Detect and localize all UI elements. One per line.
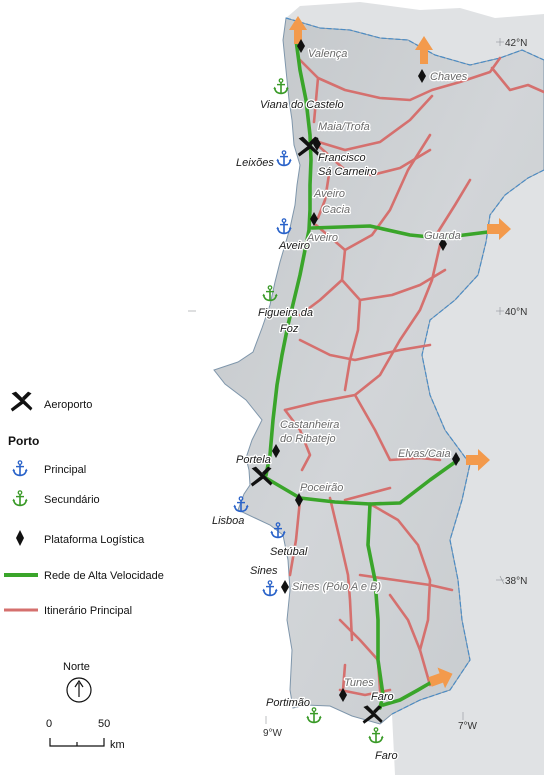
legend-main-route-label: Itinerário Principal	[44, 605, 132, 617]
platform-marker-castanheira	[272, 444, 280, 458]
lon-9-label: 9°W	[263, 728, 283, 739]
label-francisco-line2: Sá Carneiro	[318, 166, 377, 178]
lon-7-label: 7°W	[458, 721, 478, 732]
label-valenca: Valença	[308, 48, 347, 60]
legend-airport-icon	[10, 391, 33, 412]
label-aveiro-cacia-line1: Aveiro	[313, 188, 345, 200]
platform-marker-tunes	[339, 688, 347, 702]
label-figueira-line2: Foz	[280, 323, 299, 335]
port-faro-anchor-icon	[368, 727, 384, 744]
north-and-scale: Norte 0 50 km	[46, 661, 125, 751]
label-guarda: Guarda	[424, 230, 461, 242]
label-aveiro-cacia-line2: Cacia	[322, 204, 350, 216]
label-maia: Maia/Trofa	[318, 121, 370, 133]
graticule	[188, 38, 505, 724]
label-viana: Viana do Castelo	[260, 99, 344, 111]
legend-high-speed-label: Rede de Alta Velocidade	[44, 570, 164, 582]
label-castanheira-line2: do Ribatejo	[280, 433, 336, 445]
label-faro-airport: Faro	[371, 691, 394, 703]
legend-port-title: Porto	[8, 434, 39, 448]
label-portimao: Portimão	[266, 697, 310, 709]
scale-unit: km	[110, 739, 125, 751]
port-portimao-anchor-icon	[306, 707, 322, 724]
label-lisboa: Lisboa	[212, 515, 244, 527]
place-labels: Valença Chaves Viana do Castelo Maia/Tro…	[211, 47, 469, 764]
label-sines-port: Sines	[250, 565, 278, 577]
legend-airport-label: Aeroporto	[44, 399, 92, 411]
platform-marker-aveiro	[310, 212, 318, 226]
lat-42-label: 42°N	[505, 38, 527, 49]
platform-marker-elvas	[452, 452, 460, 466]
scale-bar	[49, 738, 105, 747]
north-label: Norte	[63, 661, 90, 673]
legend-port-main-label: Principal	[44, 464, 86, 476]
scale-zero: 0	[46, 718, 52, 730]
legend: Aeroporto Porto Principal Secundário Pla…	[4, 391, 164, 617]
spain-territory	[286, 2, 544, 775]
platform-marker-guarda	[439, 237, 447, 251]
legend-port-secondary-icon	[12, 490, 28, 507]
port-aveiro-anchor-icon	[276, 218, 292, 235]
label-poceirao: Poceirão	[300, 482, 343, 494]
platform-marker-valenca	[297, 39, 305, 53]
port-sines-anchor-icon	[262, 580, 278, 597]
legend-platform-label: Plataforma Logística	[44, 534, 145, 546]
legend-port-secondary-label: Secundário	[44, 494, 100, 506]
label-chaves: Chaves	[430, 71, 468, 83]
orange-arrows	[289, 16, 511, 689]
label-francisco-line1: Francisco	[318, 152, 366, 164]
label-aveiro-platform: Aveiro	[306, 232, 338, 244]
label-castanheira-line1: Castanheira	[280, 419, 339, 431]
label-tunes: Tunes	[344, 677, 374, 689]
lat-40-label: 40°N	[505, 307, 527, 318]
main-routes	[283, 56, 544, 697]
legend-platform-icon	[16, 530, 24, 546]
label-portela: Portela	[236, 454, 271, 466]
label-aveiro-port: Aveiro	[278, 240, 310, 252]
port-leixoes-anchor-icon	[276, 150, 292, 167]
label-setubal: Setúbal	[270, 546, 308, 558]
label-figueira-line1: Figueira da	[258, 307, 313, 319]
scale-fifty: 50	[98, 718, 110, 730]
lat-38-label: 38°N	[505, 576, 527, 587]
logistics-platforms	[272, 39, 460, 702]
platform-marker-chaves	[418, 69, 426, 83]
label-leixoes: Leixões	[236, 157, 274, 169]
label-sines-platform: Sines (Pólo A e B)	[292, 581, 381, 593]
platform-marker-poceirao	[295, 493, 303, 507]
label-elvas: Elvas/Caia	[398, 448, 451, 460]
legend-port-main-icon	[12, 460, 28, 477]
label-faro-port: Faro	[375, 750, 398, 762]
platform-marker-sines	[281, 580, 289, 594]
port-viana-anchor-icon	[273, 78, 289, 95]
